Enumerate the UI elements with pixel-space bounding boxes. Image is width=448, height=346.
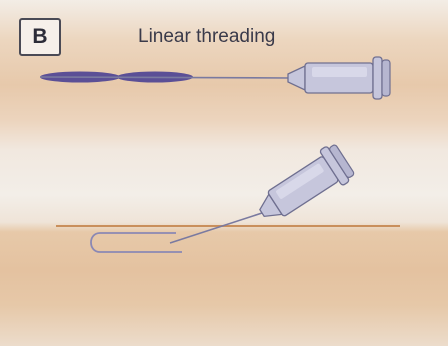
bottom-syringe-icon [251,141,357,230]
top-needle-icon [40,77,290,78]
bottom-needle-icon [170,213,262,243]
bottom-thread-icon [91,233,182,252]
top-syringe-icon [288,57,390,99]
